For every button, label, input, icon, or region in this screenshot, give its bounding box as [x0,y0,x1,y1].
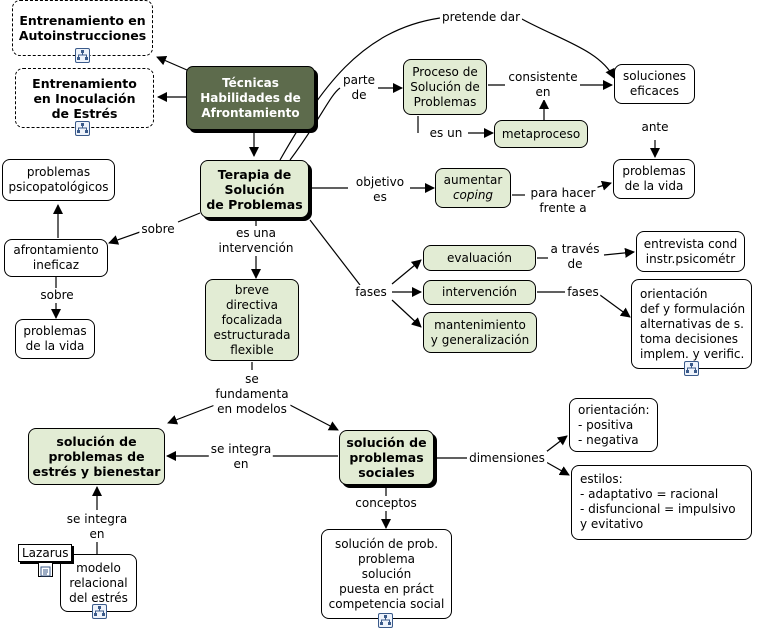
link-a-traves: a través de [548,242,602,272]
node-aumentar-coping[interactable]: aumentar coping [435,168,511,208]
coping-label: coping [452,188,494,202]
node-breve[interactable]: breve directiva focalizada estructurada … [205,279,299,361]
link-sobre-2: sobre [38,288,76,303]
lazarus-note[interactable]: Lazarus [18,544,73,562]
node-problemas-vida-left[interactable]: problemas de la vida [15,319,95,359]
link-objetivo-es: objetivo es [353,175,407,205]
link-se-integra-en-2: se integra en [64,512,130,542]
node-conceptos-list[interactable]: solución de prob. problema solución pues… [321,529,452,619]
link-es-un: es un [427,126,465,141]
node-problemas-psico[interactable]: problemas psicopatológicos [2,159,115,201]
link-fases-2: fases [565,285,601,300]
document-icon[interactable] [38,562,53,577]
node-solucion-estres[interactable]: solución de problemas de estrés y bienes… [28,428,165,485]
concept-map-icon[interactable] [75,121,90,136]
node-evaluacion[interactable]: evaluación [423,245,536,271]
node-solucion-sociales[interactable]: solución de problemas sociales [339,430,434,485]
node-inoculacion[interactable]: Entrenamiento en Inoculación de Estrés [15,68,154,128]
node-tecnicas[interactable]: Técnicas Habilidades de Afrontamiento [186,66,315,130]
link-parte-de: parte de [341,73,377,103]
node-autoinstrucciones[interactable]: Entrenamiento en Autoinstrucciones [12,0,153,56]
node-problemas-vida-top[interactable]: problemas de la vida [613,159,695,199]
node-terapia[interactable]: Terapia de Solución de Problemas [200,160,309,218]
link-pretende-dar: pretende dar [439,10,523,25]
link-es-una: es una intervención [216,226,296,256]
node-soluciones[interactable]: soluciones eficaces [614,64,695,104]
link-se-integra-en: se integra en [208,442,274,472]
link-ante: ante [639,120,671,135]
node-proceso[interactable]: Proceso de Solución de Problemas [403,59,487,115]
link-consistente-en: consistente en [506,70,580,100]
link-sobre-1: sobre [139,222,177,237]
link-se-fundamenta: se fundamenta en modelos [213,372,291,417]
node-afrontamiento[interactable]: afrontamiento ineficaz [4,239,108,277]
concept-map-icon[interactable] [75,48,90,63]
link-para-hacer: para hacer frente a [528,186,598,216]
node-mantenimiento[interactable]: mantenimiento y generalización [423,312,537,353]
node-orientacion-def[interactable]: orientación def y formulación alternativ… [631,279,752,369]
node-metaproceso[interactable]: metaproceso [494,120,588,148]
node-estilos[interactable]: estilos: - adaptativo = racional - disfu… [571,465,752,540]
link-conceptos: conceptos [353,496,419,511]
concept-map-icon[interactable] [378,613,393,628]
node-entrevista[interactable]: entrevista cond instr.psicométr [636,231,745,272]
concept-map-icon[interactable] [92,604,107,619]
node-modelo[interactable]: modelo relacional del estrés [60,554,137,612]
node-intervencion[interactable]: intervención [423,280,536,305]
concept-map-icon[interactable] [684,361,699,376]
aumentar-label: aumentar [443,173,503,187]
link-dimensiones: dimensiones [467,451,547,466]
link-fases: fases [353,285,389,300]
node-orientacion-pos[interactable]: orientación: - positiva - negativa [569,398,658,452]
